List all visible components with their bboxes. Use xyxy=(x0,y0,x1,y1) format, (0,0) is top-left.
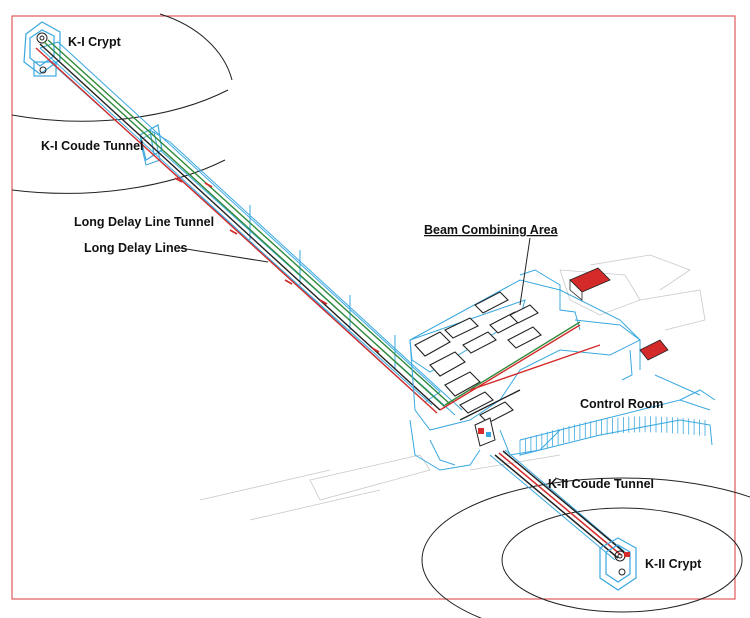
junction-block xyxy=(474,417,496,447)
k1-crypt-structure xyxy=(23,21,61,77)
label-k2-crypt: K-II Crypt xyxy=(645,557,702,571)
k2-dome-outline xyxy=(421,477,750,618)
label-long-delay-line-tunnel: Long Delay Line Tunnel xyxy=(74,215,214,229)
label-k2-coude-tunnel: K-II Coude Tunnel xyxy=(548,477,654,491)
beam-combining-building xyxy=(409,269,716,471)
label-k1-coude-tunnel: K-I Coude Tunnel xyxy=(41,139,144,153)
outer-frame xyxy=(11,15,736,600)
k2-crypt-structure xyxy=(599,537,637,591)
k1-dome-outline xyxy=(11,13,233,194)
label-k1-crypt: K-I Crypt xyxy=(68,35,122,49)
label-beam-combining-area: Beam Combining Area xyxy=(424,223,559,237)
label-long-delay-lines: Long Delay Lines xyxy=(84,241,188,255)
k2-beam-lines xyxy=(494,450,625,559)
optical-tables xyxy=(414,291,542,424)
control-room-arcade xyxy=(519,416,706,456)
shadow-structures xyxy=(199,254,706,521)
k1-crypt-mechanism xyxy=(36,32,48,74)
k2-coude-tunnel-structure xyxy=(489,449,626,561)
label-control-room: Control Room xyxy=(580,397,663,411)
combiner-beam-lines xyxy=(439,321,601,421)
k2-crypt-mechanism xyxy=(614,550,630,576)
leader-lines xyxy=(179,237,569,483)
delay-line-markers xyxy=(174,177,380,353)
red-roof-buildings xyxy=(569,267,669,361)
